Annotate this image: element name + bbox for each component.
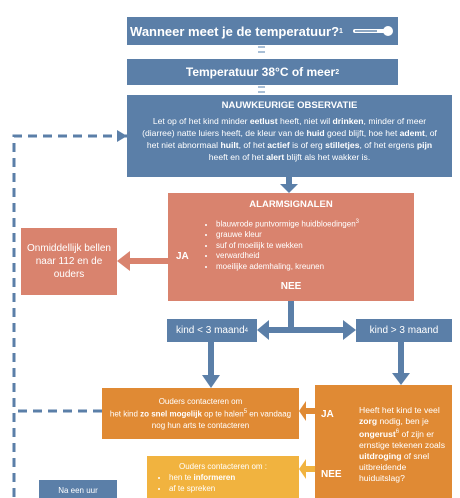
obs-part-bold: drinken <box>332 116 364 126</box>
arrow-ja-head <box>117 251 130 271</box>
oc2-item: hen te informeren <box>169 472 291 483</box>
jnq-nee-label: NEE <box>321 469 342 480</box>
obs-part-bold: actief <box>267 140 290 150</box>
arrow-k1-head <box>202 375 220 388</box>
call-112-box: Onmiddellijk bellen naar 112 en de ouder… <box>21 228 117 295</box>
arrow-jnq-ja-head <box>299 401 306 421</box>
jnq-ja-label: JA <box>321 409 334 420</box>
oc1-bold: zo snel mogelijk <box>140 409 202 419</box>
obs-part: Let op of het kind minder <box>152 116 250 126</box>
dashed-arrowhead-obs <box>117 130 127 142</box>
observation-text: Let op of het kind minder eetlust heeft,… <box>137 115 442 163</box>
obs-part: heeft en of het <box>208 152 267 162</box>
alarm-ja-label: JA <box>176 251 189 262</box>
obs-part: , minder of meer (diarree) natte luiers … <box>142 116 427 138</box>
k1-text: kind < 3 maand <box>175 325 245 336</box>
arrow-k2-shaft <box>398 342 404 374</box>
arrow-split-left-head <box>257 320 269 340</box>
k1-sup: 4 <box>244 327 248 334</box>
worry-question-text: Heeft het kind te veel zorg nodig, ben j… <box>359 405 445 483</box>
oc2-title: Ouders contacteren om : <box>178 462 268 471</box>
obs-part-bold: alert <box>266 152 285 162</box>
alarm-list: blauwrode puntvormige huidbloedingen3 gr… <box>204 217 404 272</box>
obs-part: is of erg <box>289 140 326 150</box>
oc1-sup: 5 <box>243 409 248 416</box>
child-over-3-months: kind > 3 maand <box>356 319 452 342</box>
arrow-obs-alarm-shaft <box>286 177 292 185</box>
alarm-item: suf of moeilijk te wekken <box>216 241 404 252</box>
connector-t38-obs <box>258 86 265 93</box>
oc2-list: hen te informeren af te spreken <box>155 472 291 494</box>
alarm-nee-label: NEE <box>280 281 302 292</box>
arrow-k1-shaft <box>208 342 214 376</box>
alarm-signals-box: ALARMSIGNALEN blauwrode puntvormige huid… <box>168 193 414 301</box>
alarm-item: blauwrode puntvormige huidbloedingen3 <box>216 217 404 230</box>
arrow-jnq-nee-head <box>299 459 306 479</box>
temperature-sup: 2 <box>335 68 340 76</box>
oc1-line1: Ouders contacteren om <box>158 397 243 407</box>
question-text: Wanneer meet je de temperatuur? <box>130 23 340 39</box>
obs-part: , of het ergens <box>359 140 417 150</box>
k2-text: kind > 3 maand <box>369 325 439 336</box>
after-one-hour-text: Na een uur <box>58 486 98 495</box>
obs-part-bold: ademt <box>399 128 425 138</box>
obs-part-bold: eetlust <box>249 116 278 126</box>
arrow-jnq-ja-shaft <box>304 408 316 414</box>
obs-part-bold: huilt <box>220 140 239 150</box>
obs-part: goed blijft, hoe het <box>324 128 400 138</box>
arrow-ja-shaft <box>128 258 168 264</box>
arrow-k2-head <box>392 373 410 385</box>
observation-title: NAUWKEURIGE OBSERVATIE <box>221 100 358 111</box>
obs-part-bold: huid <box>306 128 325 138</box>
arrow-obs-alarm-head <box>280 184 298 193</box>
alarm-item: moeilijke ademhaling, kreunen <box>216 262 404 273</box>
obs-part: , of het <box>238 140 268 150</box>
obs-part-bold: stilletjes <box>325 140 360 150</box>
contact-parents-pickup-box: Ouders contacteren om het kind zo snel m… <box>102 388 299 439</box>
contact-parents-pickup-text: Ouders contacteren om het kind zo snel m… <box>109 397 292 430</box>
question-sup: 1 <box>339 27 343 35</box>
arrow-nee-shaft <box>288 301 294 330</box>
thermometer-icon <box>352 26 393 36</box>
arrow-split-bar <box>266 327 346 333</box>
after-one-hour-box: Na een uur <box>39 480 117 498</box>
obs-part: blijft als het wakker is. <box>284 152 371 162</box>
arrow-split-right-head <box>343 320 356 340</box>
obs-part: , of het niet abnormaal <box>146 128 437 150</box>
obs-part: heeft, niet wil <box>277 116 333 126</box>
temperature-text: Temperatuur 38°C of meer <box>185 65 336 79</box>
alarm-title: ALARMSIGNALEN <box>249 199 333 210</box>
observation-box: NAUWKEURIGE OBSERVATIE Let op of het kin… <box>127 95 452 177</box>
dashed-return-line <box>12 134 127 498</box>
contact-parents-inform-box: Ouders contacteren om : hen te informere… <box>147 456 299 498</box>
worry-question-box: JA NEE Heeft het kind te veel zorg nodig… <box>315 385 452 498</box>
alarm-item: verwardheid <box>216 251 404 262</box>
oc2-item: af te spreken <box>169 483 291 494</box>
alarm-item-sup: 3 <box>355 219 359 225</box>
question-when-measure: Wanneer meet je de temperatuur?1 <box>127 17 398 45</box>
call-112-text: Onmiddellijk bellen naar 112 en de ouder… <box>27 243 111 280</box>
arrow-jnq-nee-shaft <box>304 466 316 472</box>
obs-part-bold: pijn <box>416 140 433 150</box>
alarm-item: grauwe kleur <box>216 230 404 241</box>
connector-q1-t38 <box>258 46 265 53</box>
